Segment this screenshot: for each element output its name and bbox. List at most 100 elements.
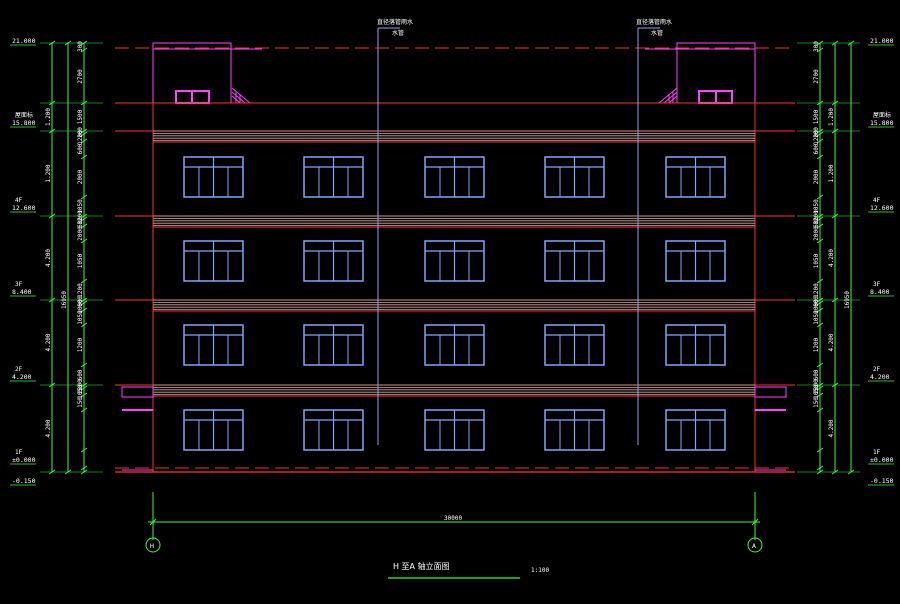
level-marker-right: -0.150 — [868, 477, 894, 486]
window — [424, 156, 485, 198]
level-elevation: 21.000 — [12, 37, 36, 45]
level-marker-left: 3F8.400 — [10, 281, 36, 297]
level-elevation: ±0.000 — [12, 456, 36, 464]
level-elevation: -0.150 — [12, 477, 36, 485]
drawing-scale: 1:100 — [531, 567, 549, 574]
dimension-tick — [80, 322, 88, 328]
dimension-tick — [80, 362, 88, 368]
canopy-ledges — [121, 386, 787, 471]
dimension-tick — [816, 154, 824, 160]
dimension-label: 300 — [813, 41, 820, 52]
level-name: 屋面标 — [15, 111, 33, 119]
dimension-tick — [816, 47, 824, 53]
dimension-tick — [80, 223, 88, 229]
level-elevation: 4.200 — [870, 373, 890, 381]
floor-bands — [153, 130, 755, 397]
window — [665, 324, 726, 366]
window — [665, 240, 726, 282]
building-outline — [115, 50, 795, 473]
dimension-label: 600 — [813, 296, 820, 307]
dimension-label: 4.200 — [45, 333, 52, 351]
dimension-tick — [80, 194, 88, 200]
dimension-tick — [816, 138, 824, 144]
dimension-label: 1050 — [77, 384, 84, 399]
dimension-tick — [80, 216, 88, 222]
dimension-label: 1500 — [77, 109, 84, 124]
dimension-label: 200 — [813, 127, 820, 138]
dimension-tick — [816, 216, 824, 222]
level-marker-left: -0.150 — [10, 477, 36, 486]
floor-band — [153, 215, 755, 228]
dimension-label: 1.200 — [828, 164, 835, 182]
axis-label-right: A — [752, 542, 756, 550]
dimension-tick — [816, 307, 824, 313]
level-name: 1F — [15, 449, 23, 456]
window — [424, 240, 485, 282]
dimension-label: 2000 — [813, 379, 820, 394]
level-name: 2F — [873, 366, 881, 373]
level-elevation: ±0.000 — [870, 456, 894, 464]
dimension-label: 1.200 — [828, 108, 835, 126]
dimension-tick — [816, 238, 824, 244]
dimension-label: 1050 — [77, 199, 84, 214]
dimension-label: 1050 — [813, 253, 820, 268]
dimension-label: 1200 — [813, 130, 820, 145]
level-elevation: 8.400 — [12, 288, 32, 296]
dimension-tick — [816, 465, 824, 471]
dimension-tick — [816, 194, 824, 200]
dimension-tick — [80, 138, 88, 144]
dimension-tick — [80, 465, 88, 471]
roof-structures — [152, 42, 756, 104]
rain-downpipes — [377, 27, 660, 445]
window — [303, 409, 364, 451]
window — [183, 156, 244, 198]
window — [665, 156, 726, 198]
dimension-label: 200 — [77, 127, 84, 138]
dimension-label: 4.200 — [828, 333, 835, 351]
dimension-label: 1050 — [813, 310, 820, 325]
level-marker-right: 1F±0.000 — [868, 449, 894, 465]
dimension-label: 2000 — [813, 299, 820, 314]
dimension-tick — [816, 278, 824, 284]
window — [544, 324, 605, 366]
drawing-title: H 至A 轴立面图 — [393, 561, 450, 571]
dimension-label: 1200 — [77, 130, 84, 145]
level-elevation: 15.800 — [870, 119, 894, 127]
dimension-tick — [80, 300, 88, 306]
level-elevation: 4.200 — [12, 373, 32, 381]
dimension-tick — [816, 392, 824, 398]
dimension-label: 1050 — [813, 199, 820, 214]
dimension-label: 4.200 — [828, 249, 835, 267]
dimension-label: 2000 — [813, 169, 820, 184]
window — [544, 156, 605, 198]
window — [303, 240, 364, 282]
overall-width-label: 30000 — [444, 515, 462, 522]
dimension-tick — [816, 322, 824, 328]
dimension-tick — [816, 300, 824, 306]
axis-bubble-left — [145, 537, 161, 553]
dimension-tick — [816, 223, 824, 229]
dimension-label: 1.200 — [45, 164, 52, 182]
window — [544, 409, 605, 451]
level-elevation: 15.800 — [12, 119, 36, 127]
level-name: 3F — [873, 281, 881, 288]
dimension-label: 150 — [813, 397, 820, 408]
dimension-tick — [80, 392, 88, 398]
level-name: 屋面标 — [873, 111, 891, 119]
level-elevation: -0.150 — [870, 477, 894, 485]
level-name: 4F — [873, 197, 881, 204]
dimension-label: 1200 — [77, 337, 84, 352]
dimension-tick — [816, 385, 824, 391]
downpipe-label-left: 直径落管雨水 — [377, 18, 413, 26]
window — [183, 409, 244, 451]
dimension-label: 4.200 — [45, 249, 52, 267]
level-elevation: 12.600 — [870, 204, 894, 212]
dimension-label: 1050 — [77, 253, 84, 268]
level-marker-left: 2F4.200 — [10, 366, 36, 382]
dimension-label: 2000 — [813, 226, 820, 241]
dimension-label: 1200 — [77, 283, 84, 298]
dimension-label: 4.200 — [828, 419, 835, 437]
